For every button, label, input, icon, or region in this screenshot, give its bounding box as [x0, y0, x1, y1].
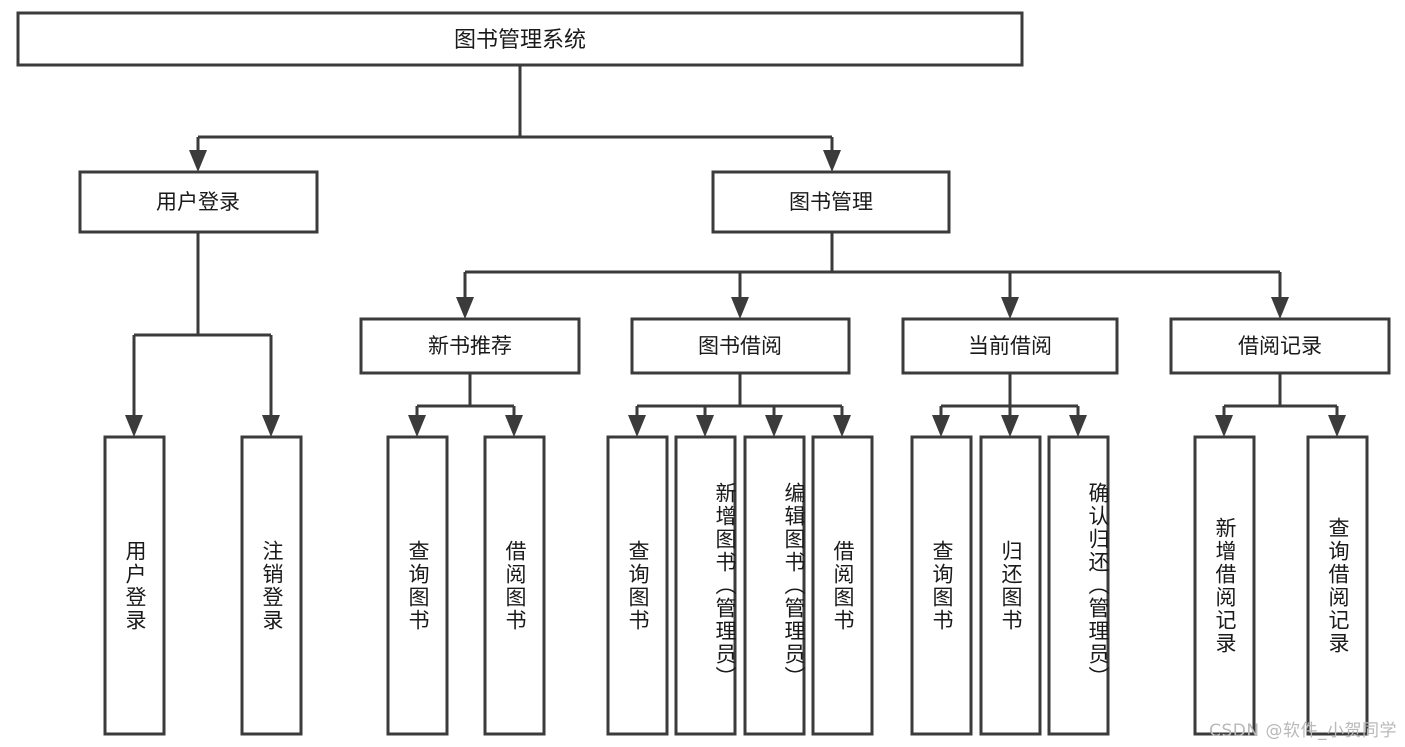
- node-borrow-record-label: 借阅记录: [1238, 334, 1322, 358]
- node-current-borrow-label: 当前借阅: [968, 334, 1052, 358]
- node-user-login[interactable]: 用户登录: [78, 170, 319, 234]
- arrow-head-icon: [833, 415, 851, 437]
- csdn-watermark: CSDN @软件_小贺同学: [1209, 721, 1397, 741]
- node-book-borrow-label: 图书借阅: [698, 334, 782, 358]
- leaf-node-currentborrow-confirm[interactable]: [1047, 435, 1110, 736]
- arrow-head-icon: [408, 415, 426, 437]
- node-root-label: 图书管理系统: [454, 28, 586, 53]
- leaf-node-bookborrow-query[interactable]: [606, 435, 669, 736]
- arrow-head-icon: [1215, 415, 1233, 437]
- node-borrow-record[interactable]: 借阅记录: [1169, 317, 1391, 375]
- arrow-head-icon: [731, 297, 749, 319]
- leaf-node-currentborrow-return[interactable]: [979, 435, 1042, 736]
- leaf-node-bookborrow-borrow[interactable]: [811, 435, 874, 736]
- leaf-node-user-login-login[interactable]: [103, 435, 166, 736]
- connector-newbook-to-leaves: [408, 373, 523, 437]
- connector-userlogin-to-leaves: [125, 232, 280, 437]
- connector-bookmgmt-to-level2: [456, 232, 1289, 319]
- connector-currentborrow-to-leaves: [932, 373, 1087, 437]
- leaf-node-bookborrow-add[interactable]: [674, 435, 737, 736]
- arrow-head-icon: [125, 415, 143, 437]
- arrow-head-icon: [1069, 415, 1087, 437]
- node-user-login-label: 用户登录: [156, 190, 240, 214]
- leaf-node-bookborrow-edit[interactable]: [743, 435, 806, 736]
- leaf-node-currentborrow-query[interactable]: [910, 435, 973, 736]
- node-root[interactable]: 图书管理系统: [16, 11, 1024, 67]
- node-current-borrow[interactable]: 当前借阅: [901, 317, 1119, 375]
- arrow-head-icon: [1271, 297, 1289, 319]
- node-book-management-label: 图书管理: [789, 190, 873, 214]
- arrow-head-icon: [505, 415, 523, 437]
- arrow-head-icon: [262, 415, 280, 437]
- arrow-head-icon: [1001, 415, 1019, 437]
- leaf-node-newbook-borrow[interactable]: [483, 435, 546, 736]
- node-book-borrow[interactable]: 图书借阅: [630, 317, 851, 375]
- node-book-management[interactable]: 图书管理: [711, 170, 951, 234]
- arrow-head-icon: [189, 150, 207, 172]
- connector-borrowrecord-to-leaves: [1215, 373, 1346, 437]
- arrow-head-icon: [765, 415, 783, 437]
- connector-bookborrow-to-leaves: [628, 373, 851, 437]
- arrow-head-icon: [1001, 297, 1019, 319]
- leaf-node-newbook-query[interactable]: [386, 435, 449, 736]
- arrow-head-icon: [628, 415, 646, 437]
- arrow-head-icon: [696, 415, 714, 437]
- leaf-node-user-login-logout[interactable]: [240, 435, 303, 736]
- arrow-head-icon: [1328, 415, 1346, 437]
- node-new-book-recommend-label: 新书推荐: [428, 334, 512, 358]
- leaf-node-borrowrecord-add[interactable]: [1193, 435, 1256, 736]
- arrow-head-icon: [456, 297, 474, 319]
- arrow-head-icon: [932, 415, 950, 437]
- arrow-head-icon: [823, 150, 841, 172]
- node-new-book-recommend[interactable]: 新书推荐: [359, 317, 581, 375]
- leaf-node-borrowrecord-query[interactable]: [1306, 435, 1369, 736]
- connector-root-to-level1: [189, 65, 841, 172]
